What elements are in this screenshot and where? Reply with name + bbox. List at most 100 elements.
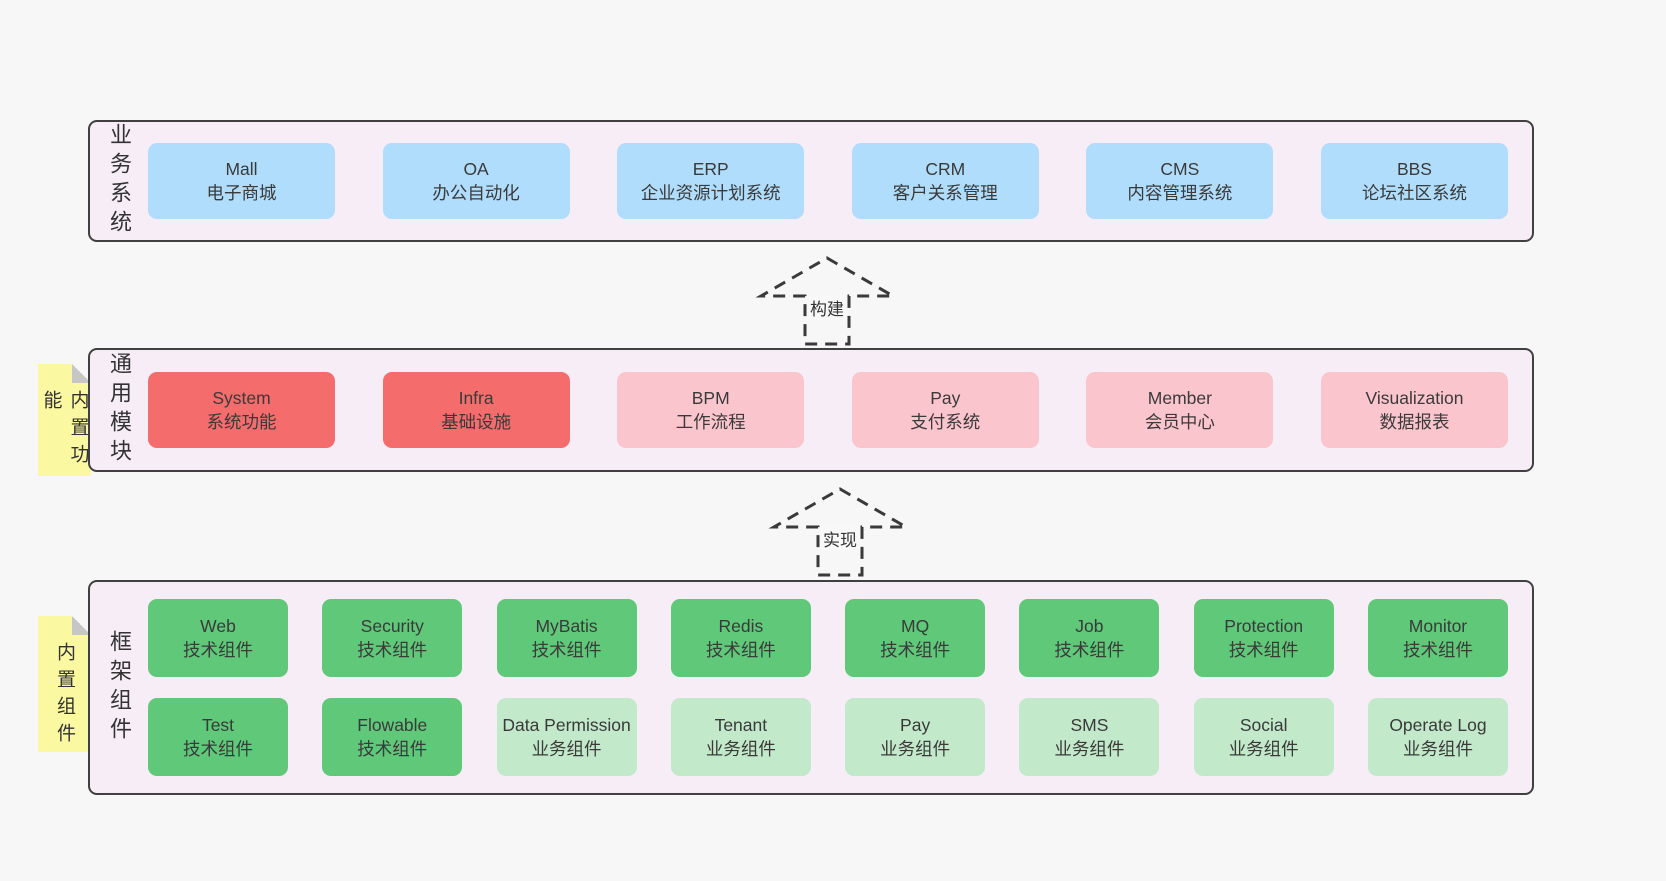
- component-box-mq: MQ 技术组件: [845, 599, 986, 677]
- band-framework-components: 框架组件 Web 技术组件 Security 技术组件 MyBatis 技术组件…: [88, 580, 1534, 795]
- box-subtitle: 数据报表: [1379, 412, 1450, 432]
- box-title: Pay: [900, 714, 931, 735]
- module-box-system: System 系统功能: [148, 372, 335, 448]
- box-title: OA: [463, 158, 489, 179]
- box-subtitle: 支付系统: [910, 412, 981, 432]
- component-box-social: Social 业务组件: [1193, 698, 1334, 776]
- component-box-tenant: Tenant 业务组件: [670, 698, 811, 776]
- arrow-build: 构建: [752, 255, 902, 347]
- box-subtitle: 业务组件: [1228, 739, 1299, 759]
- module-box-visualization: Visualization 数据报表: [1320, 372, 1508, 448]
- box-title: CMS: [1160, 158, 1200, 179]
- box-title: Visualization: [1365, 387, 1464, 408]
- box-subtitle: 业务组件: [531, 739, 602, 759]
- system-box-erp: ERP 企业资源计划系统: [617, 143, 805, 219]
- band-business-systems: 业务系统 Mall 电子商城 OA 办公自动化 ERP 企业资源计划系统 CRM…: [88, 120, 1534, 242]
- box-title: Web: [200, 615, 236, 636]
- box-subtitle: 基础设施: [441, 412, 512, 432]
- component-box-flowable: Flowable 技术组件: [322, 698, 463, 776]
- band-label: 业务系统: [107, 123, 132, 239]
- module-box-infra: Infra 基础设施: [382, 372, 570, 448]
- module-box-member: Member 会员中心: [1086, 372, 1274, 448]
- system-box-mall: Mall 电子商城: [148, 143, 335, 219]
- box-title: MQ: [901, 615, 930, 636]
- component-box-protection: Protection 技术组件: [1193, 599, 1334, 677]
- box-title: Data Permission: [502, 714, 631, 735]
- band-content: System 系统功能 Infra 基础设施 BPM 工作流程 Pay 支付系统…: [148, 350, 1532, 470]
- component-box-pay: Pay 业务组件: [845, 698, 986, 776]
- box-title: Flowable: [357, 714, 428, 735]
- box-subtitle: 技术组件: [357, 739, 428, 759]
- box-title: Infra: [458, 387, 494, 408]
- box-title: Protection: [1224, 615, 1304, 636]
- system-box-bbs: BBS 论坛社区系统: [1320, 143, 1508, 219]
- up-arrow-icon: [768, 487, 912, 577]
- box-subtitle: 技术组件: [531, 640, 602, 660]
- box-title: Pay: [930, 387, 961, 408]
- box-subtitle: 业务组件: [1054, 739, 1125, 759]
- up-arrow-icon: [755, 256, 899, 346]
- component-row-1: Web 技术组件 Security 技术组件 MyBatis 技术组件 Redi…: [148, 599, 1508, 677]
- box-title: Redis: [718, 615, 764, 636]
- component-row-2: Test 技术组件 Flowable 技术组件 Data Permission …: [148, 698, 1508, 776]
- box-subtitle: 技术组件: [880, 640, 951, 660]
- box-subtitle: 技术组件: [1054, 640, 1125, 660]
- component-box-test: Test 技术组件: [148, 698, 288, 776]
- arrow-label: 构建: [807, 295, 847, 320]
- box-title: SMS: [1070, 714, 1109, 735]
- box-subtitle: 业务组件: [880, 739, 951, 759]
- box-subtitle: 系统功能: [206, 412, 277, 432]
- system-box-oa: OA 办公自动化: [382, 143, 570, 219]
- box-title: System: [212, 387, 271, 408]
- box-subtitle: 会员中心: [1144, 412, 1215, 432]
- box-subtitle: 技术组件: [1228, 640, 1299, 660]
- component-box-data-permission: Data Permission 业务组件: [496, 698, 637, 776]
- box-subtitle: 业务组件: [705, 739, 776, 759]
- box-subtitle: 技术组件: [183, 640, 253, 660]
- box-subtitle: 技术组件: [705, 640, 776, 660]
- box-title: MyBatis: [535, 615, 598, 636]
- box-subtitle: 企业资源计划系统: [640, 183, 781, 203]
- box-title: Monitor: [1408, 615, 1468, 636]
- system-box-crm: CRM 客户关系管理: [851, 143, 1039, 219]
- sticky-note-label: 内置组件: [54, 642, 75, 750]
- arrow-implement: 实现: [765, 486, 915, 578]
- box-title: Mall: [225, 158, 258, 179]
- box-subtitle: 技术组件: [357, 640, 428, 660]
- sticky-note-label: 内置功能: [40, 390, 89, 471]
- component-box-web: Web 技术组件: [148, 599, 288, 677]
- sticky-note-built-in-features: 内置功能: [38, 364, 91, 476]
- box-title: Test: [201, 714, 235, 735]
- band-content: Web 技术组件 Security 技术组件 MyBatis 技术组件 Redi…: [148, 582, 1532, 793]
- box-subtitle: 电子商城: [206, 183, 277, 203]
- box-subtitle: 业务组件: [1402, 739, 1473, 759]
- arrow-label: 实现: [820, 526, 860, 551]
- band-label: 通用模块: [107, 352, 132, 468]
- component-box-mybatis: MyBatis 技术组件: [496, 599, 637, 677]
- system-box-cms: CMS 内容管理系统: [1086, 143, 1274, 219]
- component-box-redis: Redis 技术组件: [670, 599, 811, 677]
- band-label-column: 框架组件: [90, 582, 148, 793]
- box-title: Security: [360, 615, 424, 636]
- box-subtitle: 论坛社区系统: [1361, 183, 1467, 203]
- box-title: Social: [1239, 714, 1288, 735]
- band-content: Mall 电子商城 OA 办公自动化 ERP 企业资源计划系统 CRM 客户关系…: [148, 122, 1532, 240]
- box-title: Tenant: [714, 714, 768, 735]
- band-label: 框架组件: [107, 629, 132, 746]
- box-title: Operate Log: [1389, 714, 1487, 735]
- component-box-security: Security 技术组件: [322, 599, 463, 677]
- box-subtitle: 工作流程: [675, 412, 746, 432]
- sticky-note-built-in-components: 内置组件: [38, 616, 91, 752]
- box-title: BBS: [1396, 158, 1432, 179]
- band-common-modules: 通用模块 System 系统功能 Infra 基础设施 BPM 工作流程 Pay…: [88, 348, 1534, 472]
- component-box-monitor: Monitor 技术组件: [1367, 599, 1508, 677]
- box-title: Job: [1075, 615, 1104, 636]
- module-box-bpm: BPM 工作流程: [617, 372, 805, 448]
- component-box-job: Job 技术组件: [1019, 599, 1160, 677]
- band-label-column: 通用模块: [90, 350, 148, 470]
- component-box-sms: SMS 业务组件: [1019, 698, 1160, 776]
- box-subtitle: 办公自动化: [432, 183, 520, 203]
- box-title: ERP: [692, 158, 729, 179]
- box-title: BPM: [691, 387, 730, 408]
- box-title: CRM: [925, 158, 966, 179]
